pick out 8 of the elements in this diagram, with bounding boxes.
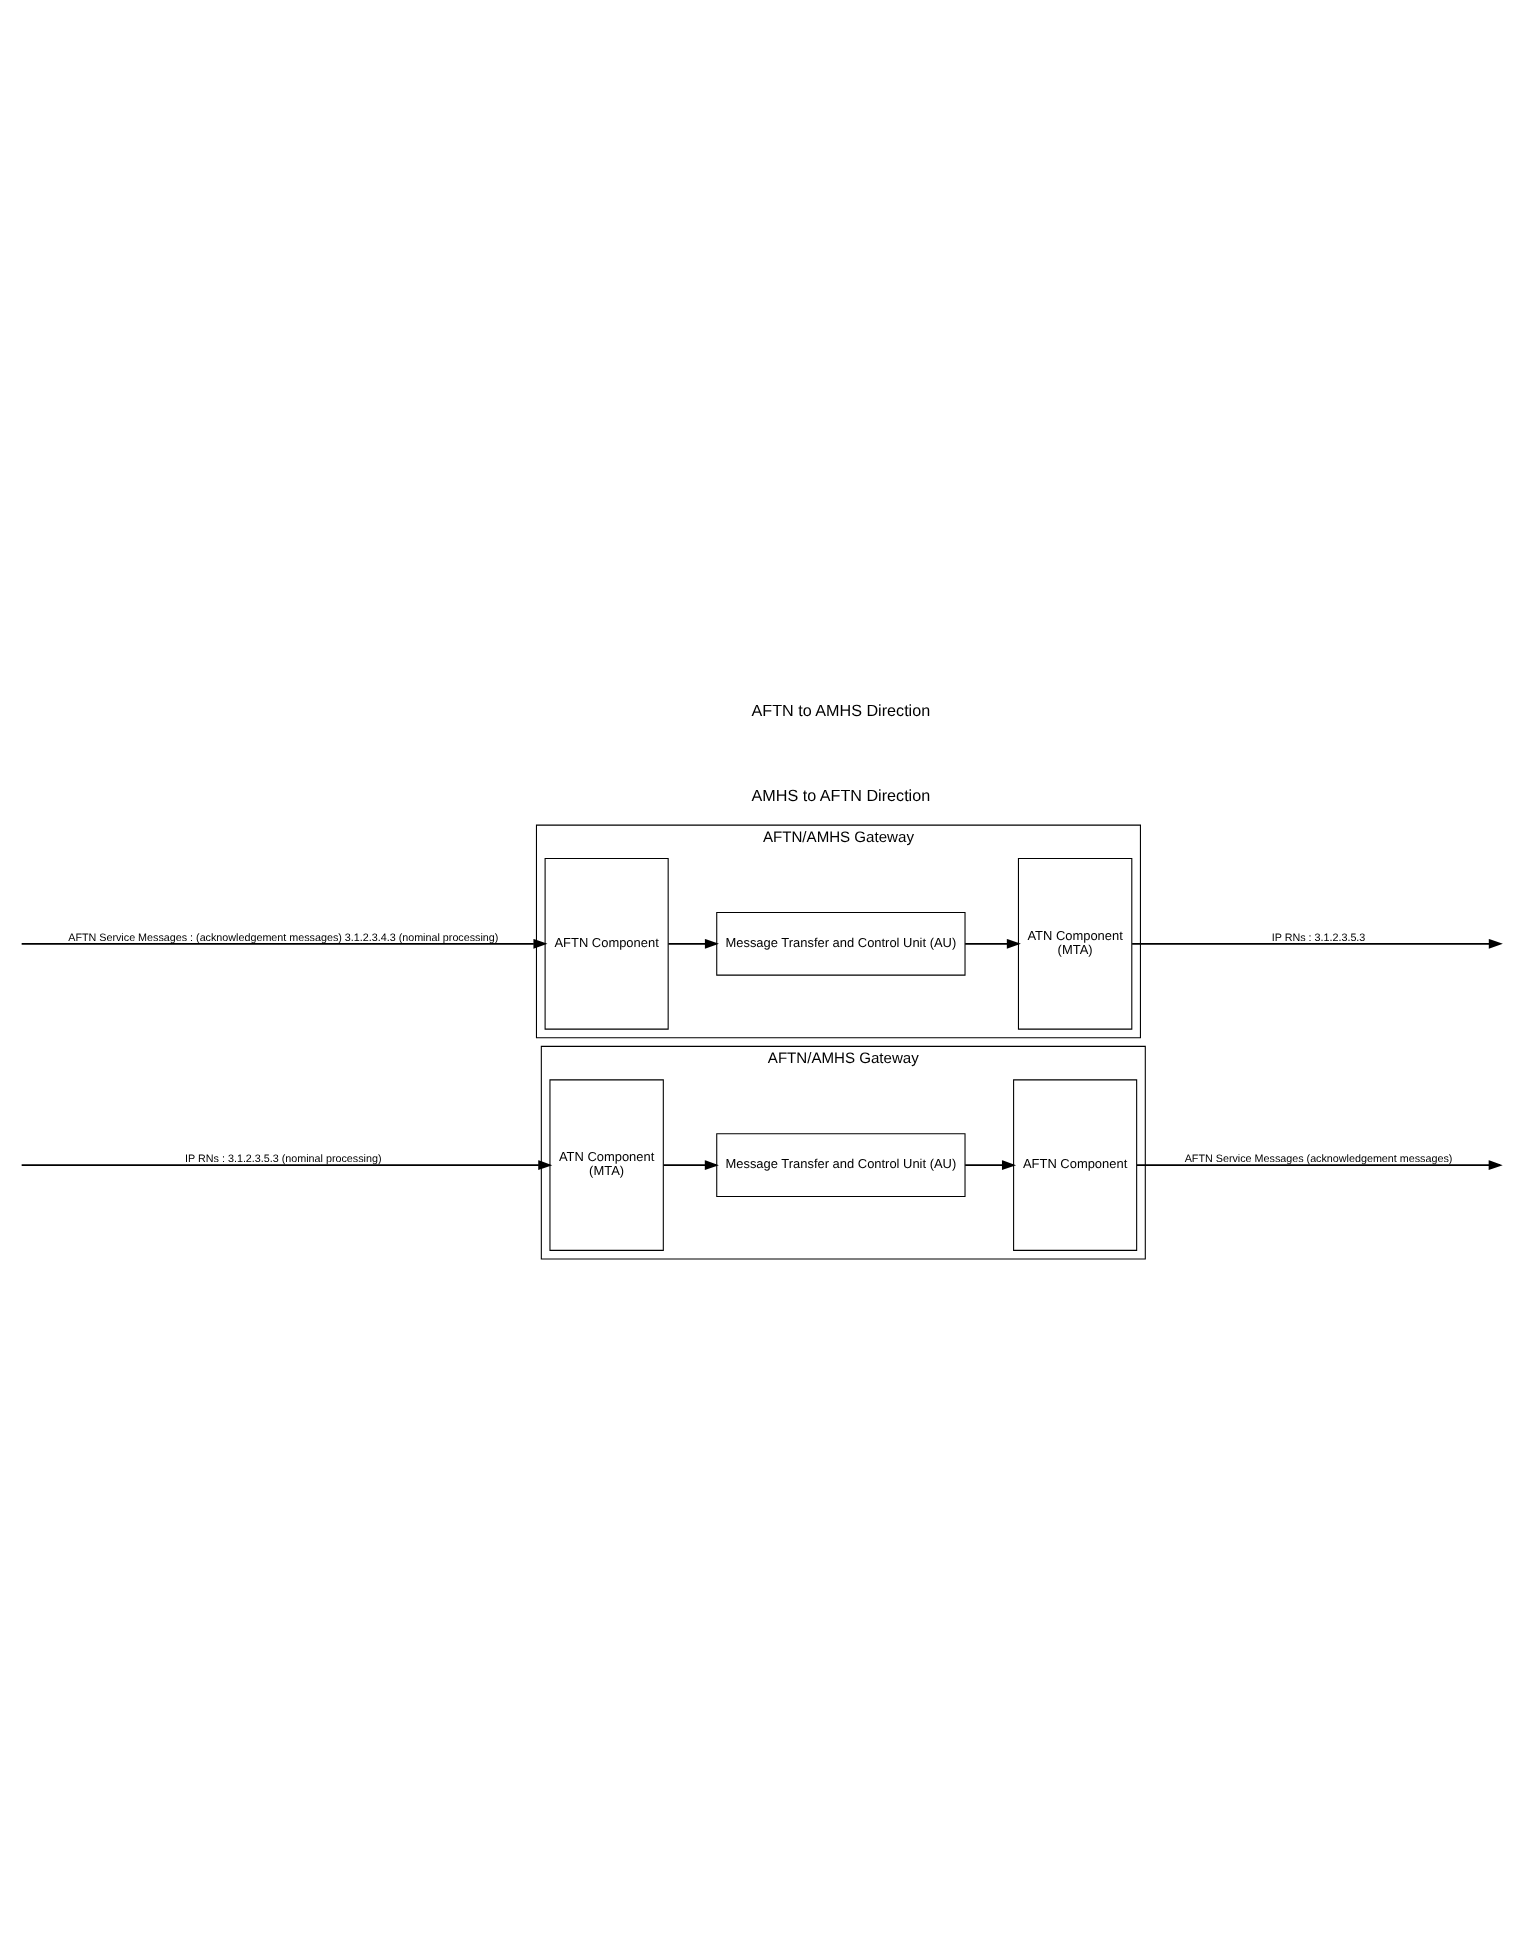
arrow	[20, 938, 548, 949]
arrow	[1136, 1160, 1503, 1171]
arrow	[667, 938, 719, 949]
arrow	[1131, 938, 1503, 949]
arrow	[964, 938, 1021, 949]
arrow	[662, 1160, 719, 1171]
arrow	[964, 1160, 1017, 1171]
arrow	[20, 1160, 553, 1171]
